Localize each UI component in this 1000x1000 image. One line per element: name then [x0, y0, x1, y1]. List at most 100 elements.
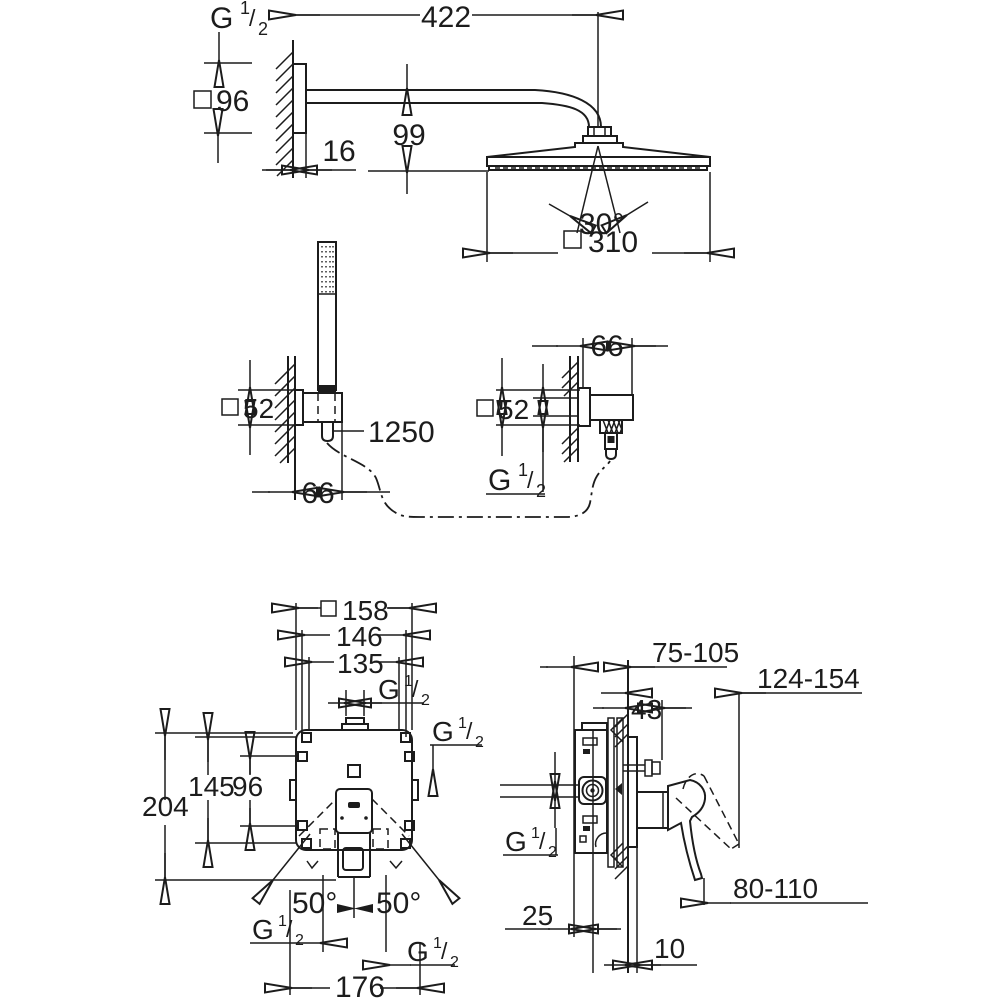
svg-text:G: G: [505, 826, 527, 857]
dim-head-size: 310: [462, 172, 735, 262]
svg-text:52: 52: [498, 394, 529, 425]
hose-nut-knurl: [602, 419, 623, 434]
svg-text:G: G: [378, 674, 400, 705]
head-collar: [582, 135, 618, 144]
dim-port-span: 176: [264, 971, 445, 1000]
upper-port-hole: [347, 764, 361, 778]
svg-text:/: /: [249, 5, 256, 31]
svg-text:1: 1: [518, 460, 528, 480]
svg-text:/: /: [539, 828, 546, 854]
svg-text:2: 2: [475, 734, 484, 751]
dim-holder-depth: 66: [252, 422, 390, 510]
dim-lever-range: 80-110: [680, 873, 868, 909]
svg-text:66: 66: [301, 477, 334, 510]
wall-hatch: [275, 51, 294, 177]
svg-text:96: 96: [232, 771, 263, 802]
svg-text:1: 1: [404, 673, 413, 690]
top-port-collar: [341, 723, 369, 731]
dim-plate-depth: 16: [262, 133, 356, 178]
wall-hatch: [274, 363, 296, 464]
wall-hatch: [561, 361, 579, 463]
svg-text:99: 99: [392, 119, 425, 152]
bottom-outlet-opening: [342, 847, 364, 871]
dim-holder-size: 52: [221, 360, 300, 455]
svg-text:52: 52: [243, 393, 274, 424]
dim-inner-width: 135: [284, 648, 424, 730]
head-rim: [486, 156, 711, 167]
arm-wall-plate: [292, 63, 307, 134]
svg-text:/: /: [466, 718, 473, 744]
thread-label-bottom-left-port: G 1 / 2: [250, 913, 348, 949]
svg-text:145: 145: [188, 771, 235, 802]
shower-holder: [294, 389, 343, 443]
svg-text:2: 2: [450, 954, 459, 971]
dim-depth-range: 75-105: [540, 637, 739, 673]
svg-text:16: 16: [322, 135, 355, 168]
svg-text:50°: 50°: [292, 887, 337, 920]
svg-text:2: 2: [536, 481, 546, 501]
svg-text:2: 2: [548, 844, 557, 861]
svg-text:96: 96: [216, 85, 249, 118]
dim-total-height: 204: [142, 708, 336, 905]
mounting-screws: [297, 732, 415, 849]
thread-label-side-inlet: G 1 / 2: [503, 752, 561, 861]
plaster-template: [607, 717, 624, 868]
side-tab-left: [289, 779, 297, 801]
svg-text:124-154: 124-154: [757, 663, 860, 694]
hand-shower-view: 52 1250 66: [221, 241, 611, 518]
dim-hose-length: 1250: [334, 416, 435, 449]
svg-text:176: 176: [335, 971, 385, 1000]
svg-text:10: 10: [654, 933, 685, 964]
svg-text:158: 158: [342, 595, 389, 626]
svg-text:G: G: [252, 914, 274, 945]
lever-handle-alt-position: [675, 772, 740, 850]
head-shower-body: [486, 142, 711, 158]
square-symbol: [563, 230, 582, 249]
square-symbol: [221, 398, 239, 416]
svg-text:30°: 30°: [579, 208, 624, 241]
svg-text:135: 135: [337, 648, 384, 679]
square-symbol: [476, 399, 494, 417]
svg-text:/: /: [412, 676, 419, 702]
svg-text:43: 43: [631, 694, 662, 725]
svg-text:1: 1: [531, 825, 540, 842]
mixer-side-view: 75-105 124-154 43 G 1 / 2: [500, 637, 868, 973]
thread-label-top-port: G 1 / 2: [328, 673, 430, 716]
stop-valve: [623, 759, 661, 777]
inlet-port: [500, 776, 607, 805]
dim-handle-range: 124-154: [601, 663, 862, 848]
svg-text:146: 146: [336, 621, 383, 652]
svg-text:1250: 1250: [368, 416, 435, 449]
svg-text:G: G: [432, 716, 454, 747]
wall-union-view: 66 52 G 1 / 2: [476, 330, 668, 501]
dim-spray-angle: 30°: [548, 145, 649, 241]
shower-hose: [326, 442, 611, 518]
square-symbol: [193, 90, 212, 109]
svg-text:G: G: [210, 2, 233, 35]
center-arrows: [337, 877, 373, 918]
svg-text:66: 66: [590, 330, 623, 363]
shower-arm: [306, 89, 602, 128]
cartridge-housing: [335, 788, 373, 878]
thread-label-bottom-right-port: G 1 / 2: [362, 935, 459, 971]
svg-text:80-110: 80-110: [733, 873, 818, 904]
dim-arm-plate-size: 96: [193, 32, 252, 163]
mixer-front-view: 50° 50° 158: [142, 595, 484, 1000]
dim-wall-gap: 10: [604, 933, 697, 971]
dim-valve-depth: 43: [593, 694, 692, 760]
head-lip: [488, 166, 708, 171]
svg-text:/: /: [527, 467, 534, 493]
svg-text:1: 1: [240, 0, 250, 18]
svg-text:1: 1: [433, 935, 442, 952]
square-symbol: [320, 600, 337, 617]
svg-text:G: G: [407, 936, 429, 967]
svg-text:G: G: [488, 464, 511, 497]
svg-text:2: 2: [421, 692, 430, 709]
svg-text:25: 25: [522, 900, 553, 931]
thread-label-right-port: G 1 / 2: [427, 715, 484, 797]
svg-text:204: 204: [142, 791, 189, 822]
svg-text:1: 1: [278, 913, 287, 930]
dim-label: 422: [421, 1, 471, 34]
